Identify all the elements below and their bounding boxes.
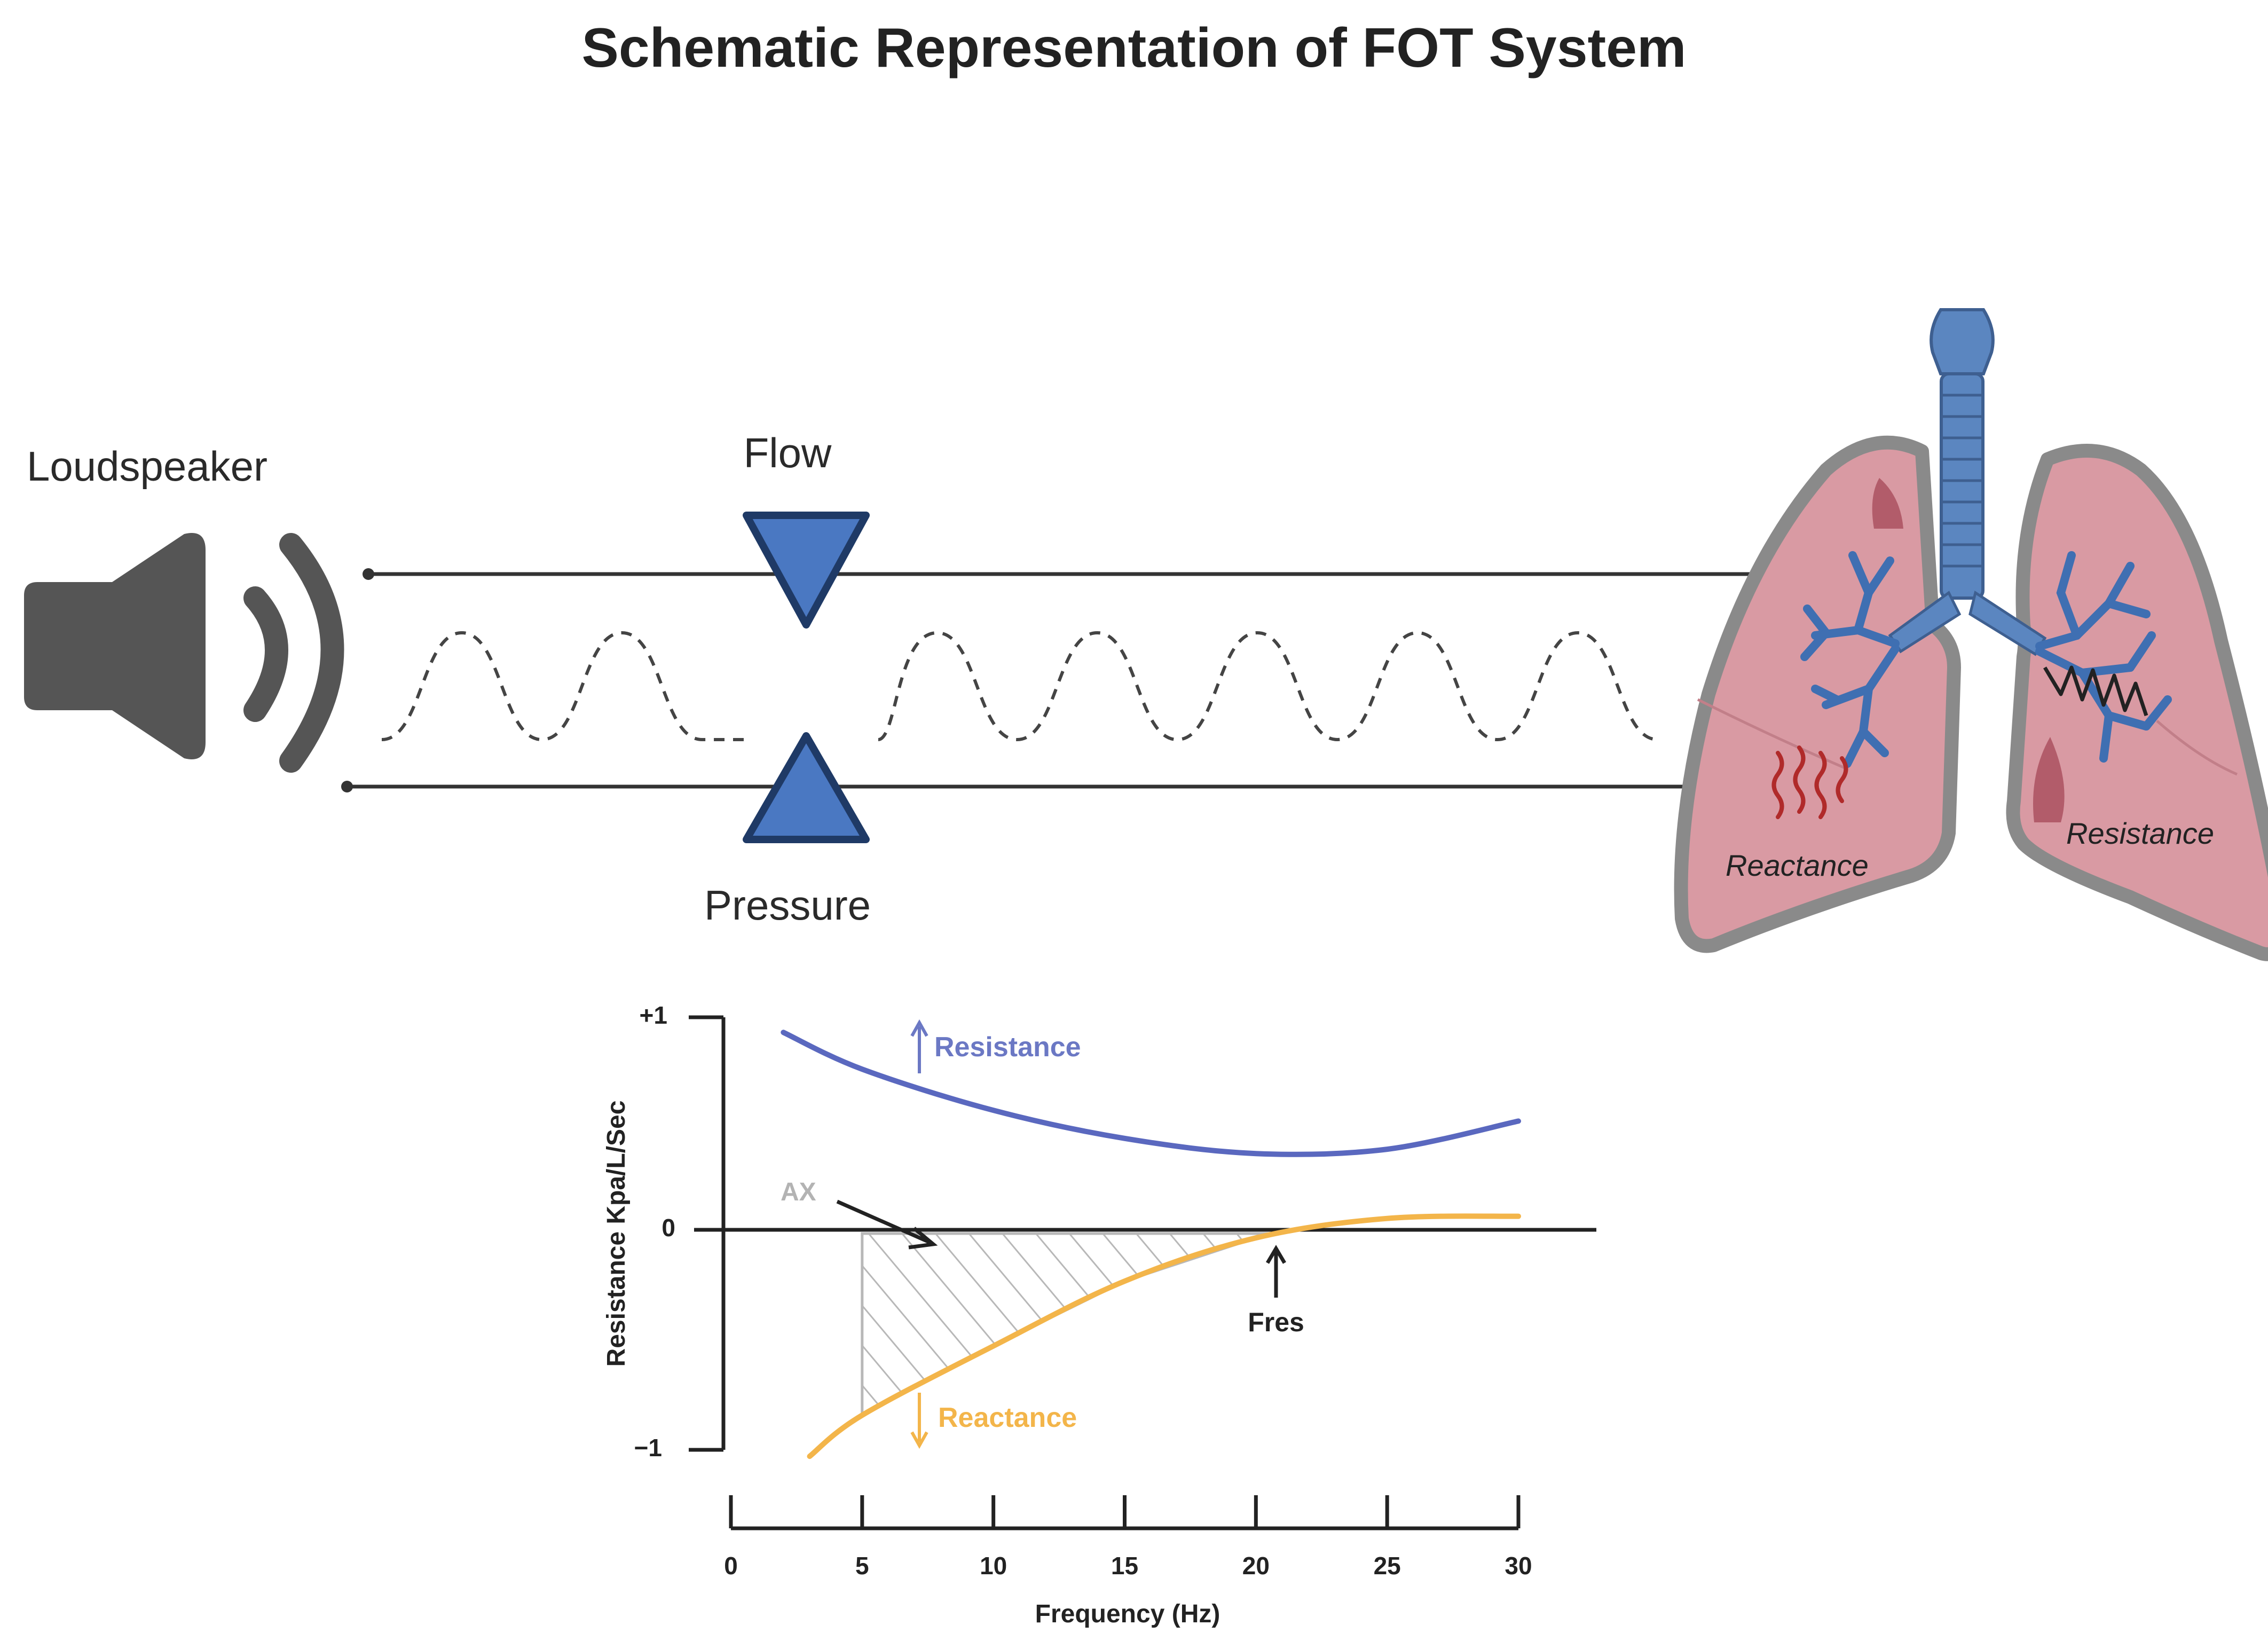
x-tick-label-0: 0 <box>724 1552 738 1580</box>
lungs-icon: Reactance Resistance <box>1674 308 2268 961</box>
x-axis-label: Frequency (Hz) <box>1035 1600 1220 1628</box>
oscillation-wave <box>381 631 1658 742</box>
x-tick-label-1: 5 <box>855 1552 869 1580</box>
fres-arrow <box>1265 1245 1287 1298</box>
impedance-chart: +1 0 −1 Resistance Kpa/L/Sec Resistance … <box>602 1001 1596 1628</box>
reactance-down-arrow <box>910 1393 928 1449</box>
page-title: Schematic Representation of FOT System <box>582 17 1687 79</box>
y-tick-label-bottom: −1 <box>634 1434 662 1462</box>
flow-sensor-icon <box>743 512 870 629</box>
pressure-sensor-icon <box>743 732 870 843</box>
y-axis-label: Resistance Kpa/L/Sec <box>602 1101 631 1367</box>
x-tick-label-5: 25 <box>1374 1552 1401 1580</box>
reactance-curve <box>807 1213 1521 1459</box>
flow-label: Flow <box>744 429 832 476</box>
resistance-up-arrow <box>910 1019 928 1073</box>
tube <box>341 568 1762 792</box>
x-ticks: 0 5 10 15 20 25 30 <box>724 1495 1532 1580</box>
loudspeaker-label: Loudspeaker <box>27 443 267 490</box>
pressure-label: Pressure <box>704 882 871 929</box>
resistance-curve <box>781 1030 1521 1157</box>
x-tick-label-3: 15 <box>1111 1552 1138 1580</box>
x-tick-label-2: 10 <box>980 1552 1007 1580</box>
lung-reactance-label: Reactance <box>1726 849 1869 882</box>
y-tick-label-top: +1 <box>640 1001 667 1029</box>
ax-hatched-area <box>861 1232 1271 1418</box>
y-tick-label-zero: 0 <box>662 1214 675 1242</box>
ax-arrow <box>836 1199 938 1250</box>
x-tick-label-6: 30 <box>1505 1552 1532 1580</box>
lung-resistance-label: Resistance <box>2066 816 2214 850</box>
fres-label: Fres <box>1248 1307 1304 1337</box>
reactance-curve-label: Reactance <box>938 1402 1077 1433</box>
speaker-icon <box>24 533 344 773</box>
ax-label: AX <box>781 1178 816 1206</box>
x-tick-label-4: 20 <box>1242 1552 1270 1580</box>
resistance-curve-label: Resistance <box>934 1032 1081 1063</box>
